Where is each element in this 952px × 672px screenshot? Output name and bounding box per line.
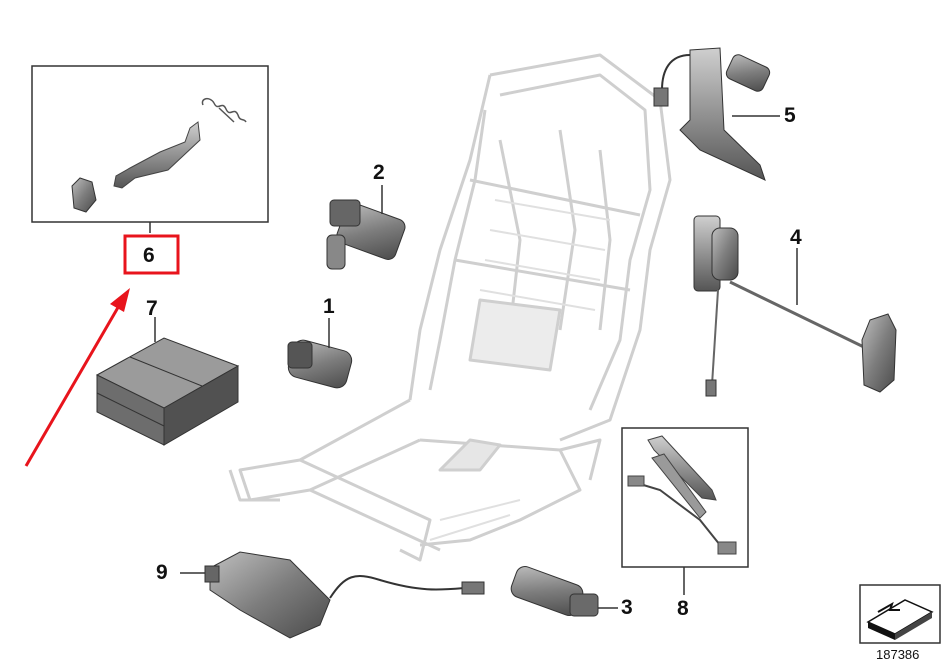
callout-6[interactable]: 6 [143,244,155,267]
part-3-motor [510,566,599,617]
part-6-spring [201,97,247,123]
reference-number: 187386 [876,647,920,662]
part-5-assembly [653,47,771,181]
part-6-detail-box [31,65,269,223]
seat-frame [228,53,672,562]
part-6-lever [113,121,201,189]
callout-5[interactable]: 5 [784,104,796,127]
callout-3[interactable]: 3 [621,596,633,619]
part-9-assembly [204,551,485,639]
callout-2[interactable]: 2 [373,161,385,184]
part-8-detail-box [621,427,749,568]
callout-8[interactable]: 8 [677,597,689,620]
part-7-box [95,337,240,446]
red-arrow [24,288,130,467]
callout-4[interactable]: 4 [790,226,802,249]
part-1-motor [287,339,353,389]
part-4-assembly [693,215,897,397]
part-2-motor [326,199,406,270]
part-8-cables [627,435,737,555]
reference-icon [859,584,941,644]
highlight-box-6 [123,234,180,275]
part-6-clip [71,177,97,213]
callout-7[interactable]: 7 [146,297,158,320]
callout-9[interactable]: 9 [156,561,168,584]
callout-1[interactable]: 1 [323,295,335,318]
